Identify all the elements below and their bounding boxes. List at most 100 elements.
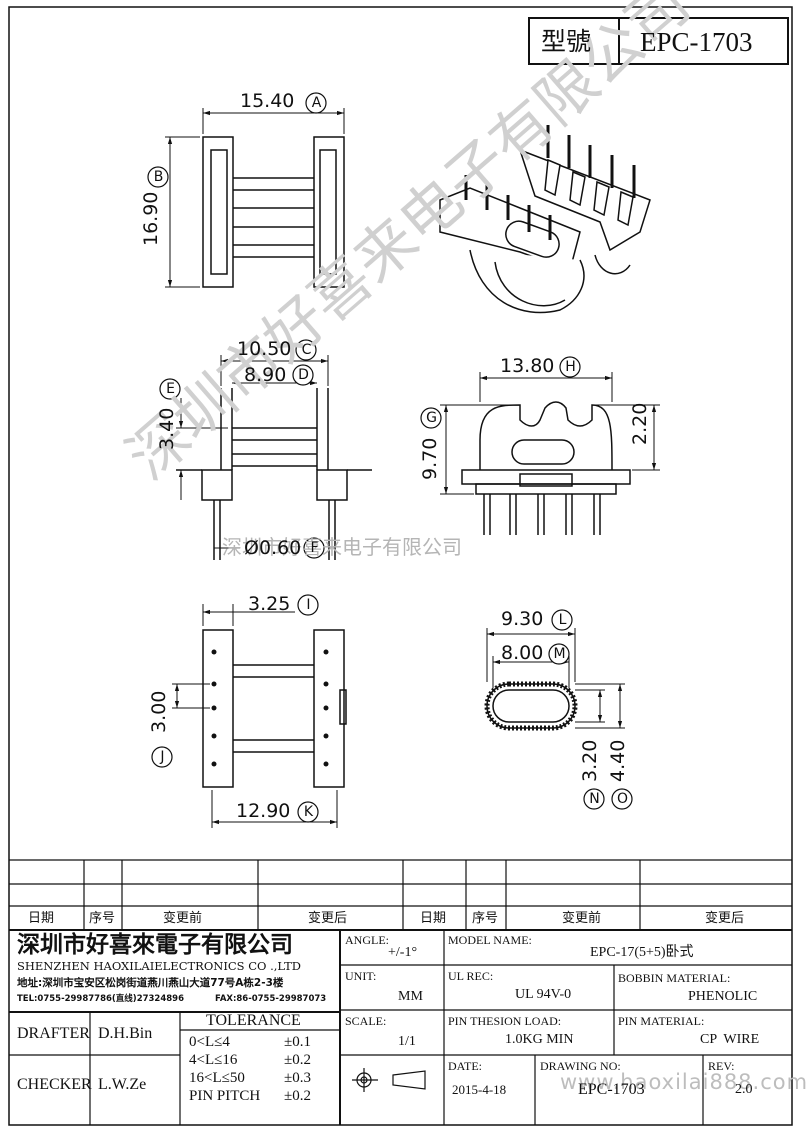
tolerance-range: 16<L≤50: [189, 1070, 245, 1086]
tolerance-range: PIN PITCH: [189, 1088, 261, 1104]
dim-b: 16.90: [140, 191, 162, 246]
sheet-border: [8, 6, 793, 1126]
drafter-value: D.H.Bin: [98, 1025, 153, 1042]
marker-h: [559, 356, 581, 378]
marker-letter: J: [160, 749, 165, 765]
marker-l: [551, 609, 573, 631]
marker-k: [297, 801, 319, 823]
rev-header-date: 日期: [28, 911, 55, 926]
marker-n: [583, 788, 605, 810]
pin-material-value: CP WIRE: [700, 1032, 760, 1047]
dim-f: Ø0.60: [244, 537, 302, 559]
marker-letter: L: [558, 612, 567, 628]
marker-letter: N: [589, 791, 600, 807]
title-table-grid: [9, 859, 792, 1125]
date-label: DATE:: [448, 1059, 482, 1073]
marker-letter: H: [565, 359, 576, 375]
date-value: 2015-4-18: [452, 1082, 507, 1097]
checker-value: L.W.Ze: [98, 1076, 147, 1093]
drafter-label: DRAFTER: [17, 1025, 90, 1042]
model-value: EPC-1703: [640, 27, 753, 57]
dim-l: 9.30: [501, 608, 544, 630]
unit-label: UNIT:: [345, 969, 377, 983]
pin-material-label: PIN MATERIAL:: [618, 1014, 705, 1028]
unit-value: MM: [398, 989, 423, 1004]
checker-label: CHECKER: [17, 1076, 92, 1093]
marker-d: [292, 364, 314, 386]
rev-label: REV:: [708, 1059, 735, 1073]
marker-letter: F: [310, 540, 319, 556]
ul-rec-value: UL 94V-0: [515, 987, 572, 1002]
model-title-box: [528, 17, 789, 65]
tolerance-value: ±0.3: [284, 1070, 311, 1086]
rev-header-before: 变更前: [562, 911, 602, 926]
marker-g: [420, 407, 442, 429]
tolerance-range: 4<L≤16: [189, 1052, 238, 1068]
drawing-no-label: DRAWING NO:: [540, 1059, 621, 1073]
marker-letter: M: [553, 646, 566, 662]
dim-h: 13.80: [500, 355, 555, 377]
isometric-view: [439, 148, 651, 314]
bobbin-material-value: PHENOLIC: [688, 989, 758, 1004]
marker-letter: B: [153, 169, 164, 185]
scale-label: SCALE:: [345, 1014, 387, 1028]
dim-n: 3.20: [579, 739, 601, 782]
rev-header-after: 变更后: [705, 911, 745, 926]
marker-letter: C: [301, 342, 312, 358]
marker-i: [297, 594, 319, 616]
ul-rec-label: UL REC:: [448, 969, 494, 983]
top-view: [202, 136, 345, 288]
dim-k: 12.90: [236, 800, 291, 822]
tolerance-value: ±0.2: [284, 1052, 311, 1068]
marker-b: [147, 166, 169, 188]
rev-header-after: 变更后: [308, 911, 348, 926]
company-address: 地址:深圳市宝安区松岗街道燕川燕山大道77号A栋2-3楼: [17, 977, 284, 989]
tolerance-title: TOLERANCE: [206, 1012, 301, 1029]
drawing-no-value: EPC-1703: [578, 1081, 645, 1098]
marker-letter: E: [166, 381, 175, 397]
watermark-url: www.haoxilai888.com: [560, 1070, 808, 1094]
marker-m: [548, 643, 570, 665]
dim-i: 3.25: [248, 593, 291, 615]
dim-g: 9.70: [419, 437, 441, 480]
marker-letter: D: [298, 367, 309, 383]
company-name-cn: 深圳市好喜來電子有限公司: [17, 931, 293, 958]
company-fax: FAX:86-0755-29987073: [215, 994, 327, 1004]
pin-tension-label: PIN THESION LOAD:: [448, 1014, 562, 1028]
bobbin-material-label: BOBBIN MATERIAL:: [618, 971, 731, 985]
dim-h-extra: 2.20: [629, 402, 651, 445]
marker-a: [305, 92, 327, 114]
tolerance-range: 0<L≤4: [189, 1034, 230, 1050]
marker-letter: I: [306, 597, 311, 613]
marker-letter: G: [426, 410, 437, 426]
tolerance-value: ±0.2: [284, 1088, 311, 1104]
model-label: 型號: [541, 27, 592, 56]
dimension-markers: [147, 92, 633, 823]
dim-e: 3.40: [156, 407, 178, 450]
marker-letter: A: [311, 95, 322, 111]
pin-tension-value: 1.0KG MIN: [505, 1032, 574, 1047]
side-view: [461, 401, 631, 535]
company-name-en: SHENZHEN HAOXILAIELECTRONICS CO .,LTD: [17, 959, 301, 973]
isometric-pins: [464, 125, 636, 240]
marker-c: [295, 339, 317, 361]
dim-a: 15.40: [240, 90, 295, 112]
section-view: [484, 681, 578, 731]
dim-m: 8.00: [501, 642, 544, 664]
scale-value: 1/1: [398, 1034, 416, 1049]
marker-e: [159, 378, 181, 400]
rev-header-no: 序号: [89, 911, 116, 926]
marker-letter: K: [303, 804, 314, 820]
watermark-small: 深圳市好喜来电子有限公司: [222, 535, 462, 559]
dim-d: 8.90: [244, 364, 287, 386]
angle-value: +/-1°: [388, 945, 418, 960]
bottom-view: [202, 629, 347, 788]
marker-letter: O: [616, 791, 629, 807]
tolerance-value: ±0.1: [284, 1034, 311, 1050]
marker-j: [151, 746, 173, 768]
projection-symbol: [352, 1068, 426, 1092]
front-view: [176, 388, 372, 560]
model-name-value: EPC-17(5+5)卧式: [590, 945, 694, 960]
company-tel: TEL:0755-29987786(直线)27324896: [17, 994, 185, 1004]
